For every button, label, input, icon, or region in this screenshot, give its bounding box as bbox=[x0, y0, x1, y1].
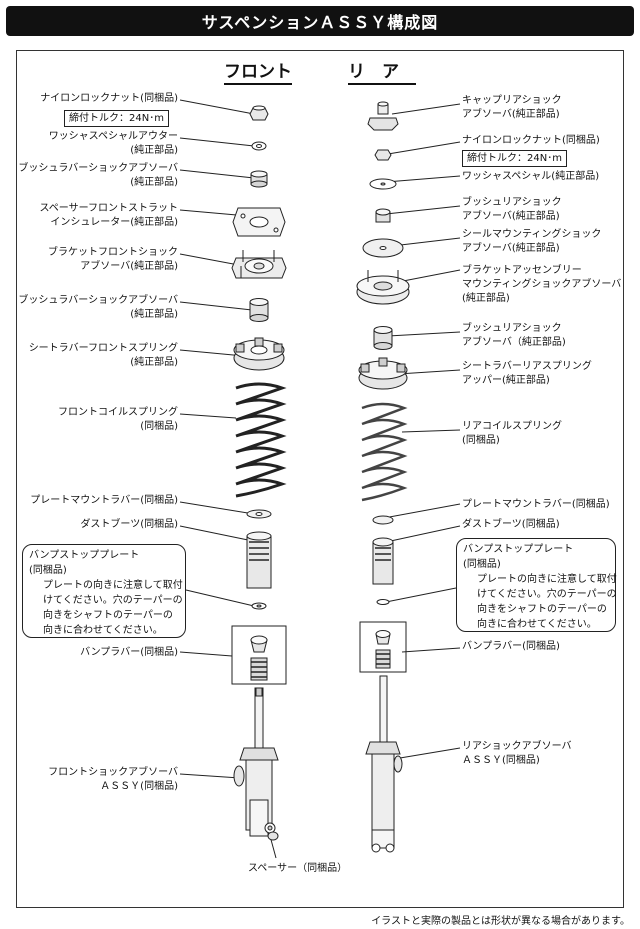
rear-label-seal: シールマウンティングショックアブソーバ(純正部品) bbox=[462, 229, 602, 254]
front-label-plate-mount: プレートマウントラバー(同梱品) bbox=[30, 495, 178, 506]
rear-label-plate-mount: プレートマウントラバー(同梱品) bbox=[462, 499, 610, 510]
front-label-spacer-insulator: スペーサーフロントストラットインシュレーター(純正部品) bbox=[39, 203, 179, 228]
front-label-nylon-nut: ナイロンロックナット(同梱品) bbox=[40, 93, 178, 104]
front-label-washer: ワッシャスペシャルアウター(純正部品) bbox=[48, 131, 178, 156]
leader-lines bbox=[179, 99, 461, 859]
front-label-spacer: スペーサー（同梱品） bbox=[248, 863, 348, 874]
front-label-seat-rubber: シートラバーフロントスプリング(純正部品) bbox=[28, 343, 178, 368]
front-coil-spring bbox=[235, 382, 287, 498]
front-label-bump-rubber: バンプラバー(同梱品) bbox=[80, 647, 178, 658]
rear-heading: リ ア bbox=[348, 62, 416, 85]
rear-label-coil-spring: リアコイルスプリング(同梱品) bbox=[462, 421, 562, 446]
rear-label-cap: キャップリアショックアブソーバ(純正部品) bbox=[462, 95, 562, 120]
front-lower bbox=[231, 509, 287, 841]
rear-label-seat-rubber: シートラバーリアスプリングアッパー(純正部品) bbox=[462, 361, 592, 386]
front-label-bushing-1: ブッシュラバーショックアブソーバ(純正部品) bbox=[18, 163, 178, 188]
rear-label-bump-rubber: バンプラバー(同梱品) bbox=[462, 641, 560, 652]
rear-label-bracket-assy: ブラケットアッセンブリーマウンティングショックアブソーバ(純正部品) bbox=[462, 265, 622, 304]
front-label-bracket: ブラケットフロントショックアブソーバ(純正部品) bbox=[48, 247, 178, 272]
rear-lower bbox=[359, 515, 407, 853]
diagram-title: サスペンションＡＳＳＹ構成図 bbox=[6, 6, 634, 36]
front-label-dust-boot: ダストブーツ(同梱品) bbox=[80, 519, 178, 530]
front-label-coil-spring: フロントコイルスプリング(同梱品) bbox=[58, 407, 178, 432]
front-torque-box: 締付トルク：24N･m bbox=[64, 110, 169, 127]
rear-coil-spring bbox=[361, 402, 408, 502]
rear-label-nylon-nut: ナイロンロックナット(同梱品) bbox=[462, 135, 600, 146]
rear-label-bushing-2: ブッシュリアショックアブソーバ（純正部品) bbox=[462, 323, 566, 348]
diagram-frame bbox=[16, 50, 624, 908]
front-label-bushing-2: ブッシュラバーショックアブソーバ(純正部品) bbox=[18, 295, 178, 320]
front-heading: フロント bbox=[224, 62, 292, 85]
front-stack bbox=[231, 105, 287, 371]
rear-label-dust-boot: ダストブーツ(同梱品) bbox=[462, 519, 560, 530]
rear-label-washer: ワッシャスペシャル(純正部品) bbox=[462, 171, 600, 182]
front-bump-stop-note: バンプストッププレート (同梱品) プレートの向きに注意して取付 けてください。… bbox=[22, 544, 186, 638]
rear-label-bushing-1: ブッシュリアショックアブソーバ(純正部品) bbox=[462, 197, 562, 222]
rear-bump-stop-note: バンプストッププレート (同梱品) プレートの向きに注意して取付 けてください。… bbox=[456, 538, 617, 632]
rear-stack bbox=[356, 101, 410, 390]
footer-disclaimer: イラストと実際の製品とは形状が異なる場合があります。 bbox=[371, 916, 630, 927]
rear-torque-box: 締付トルク：24N･m bbox=[462, 150, 567, 167]
